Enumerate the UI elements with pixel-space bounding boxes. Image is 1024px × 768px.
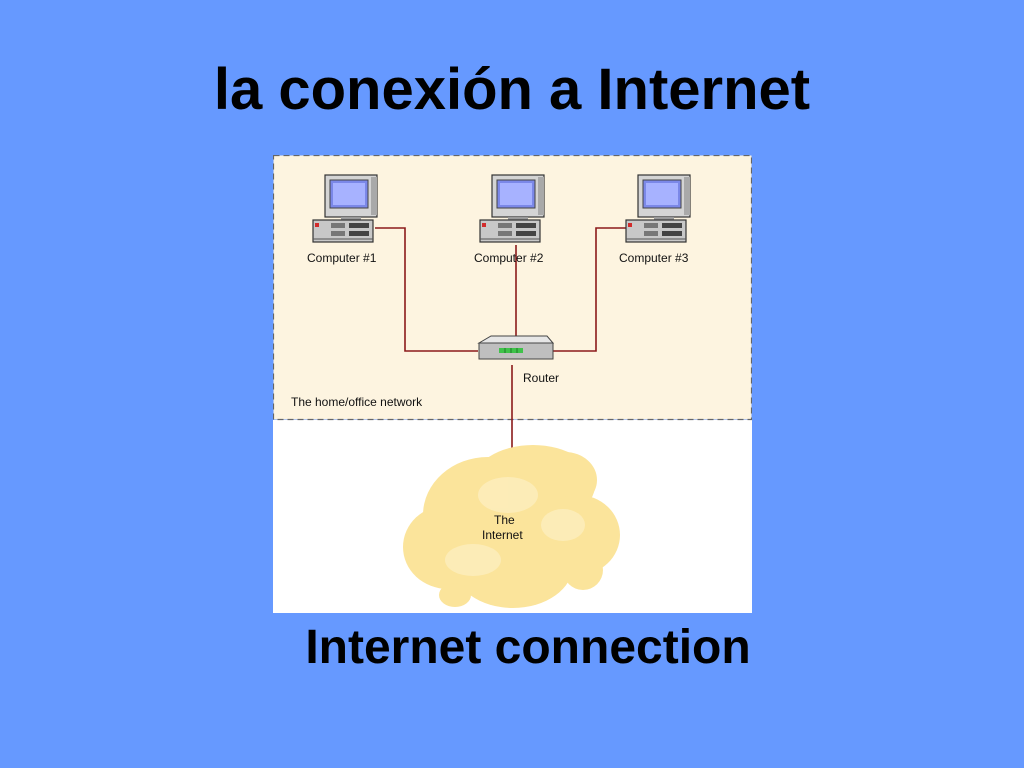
zone-label: The home/office network [291,395,423,409]
slide-title: la conexión a Internet [213,57,811,122]
router-icon [477,335,555,360]
internet-label-line2: Internet [482,528,523,542]
internet-label-line1: The [494,513,515,527]
computer-2-label: Computer #2 [474,251,544,265]
computer-3-label: Computer #3 [619,251,689,265]
slide-subtitle: Internet connection [305,621,751,674]
network-diagram: Computer #1 Computer #2 Computer #3 Rout… [272,154,753,613]
link-computer-1-router [375,227,478,352]
computer-1-label: Computer #1 [307,251,377,265]
router-label: Router [523,371,559,385]
link-computer-3-router [553,227,626,352]
